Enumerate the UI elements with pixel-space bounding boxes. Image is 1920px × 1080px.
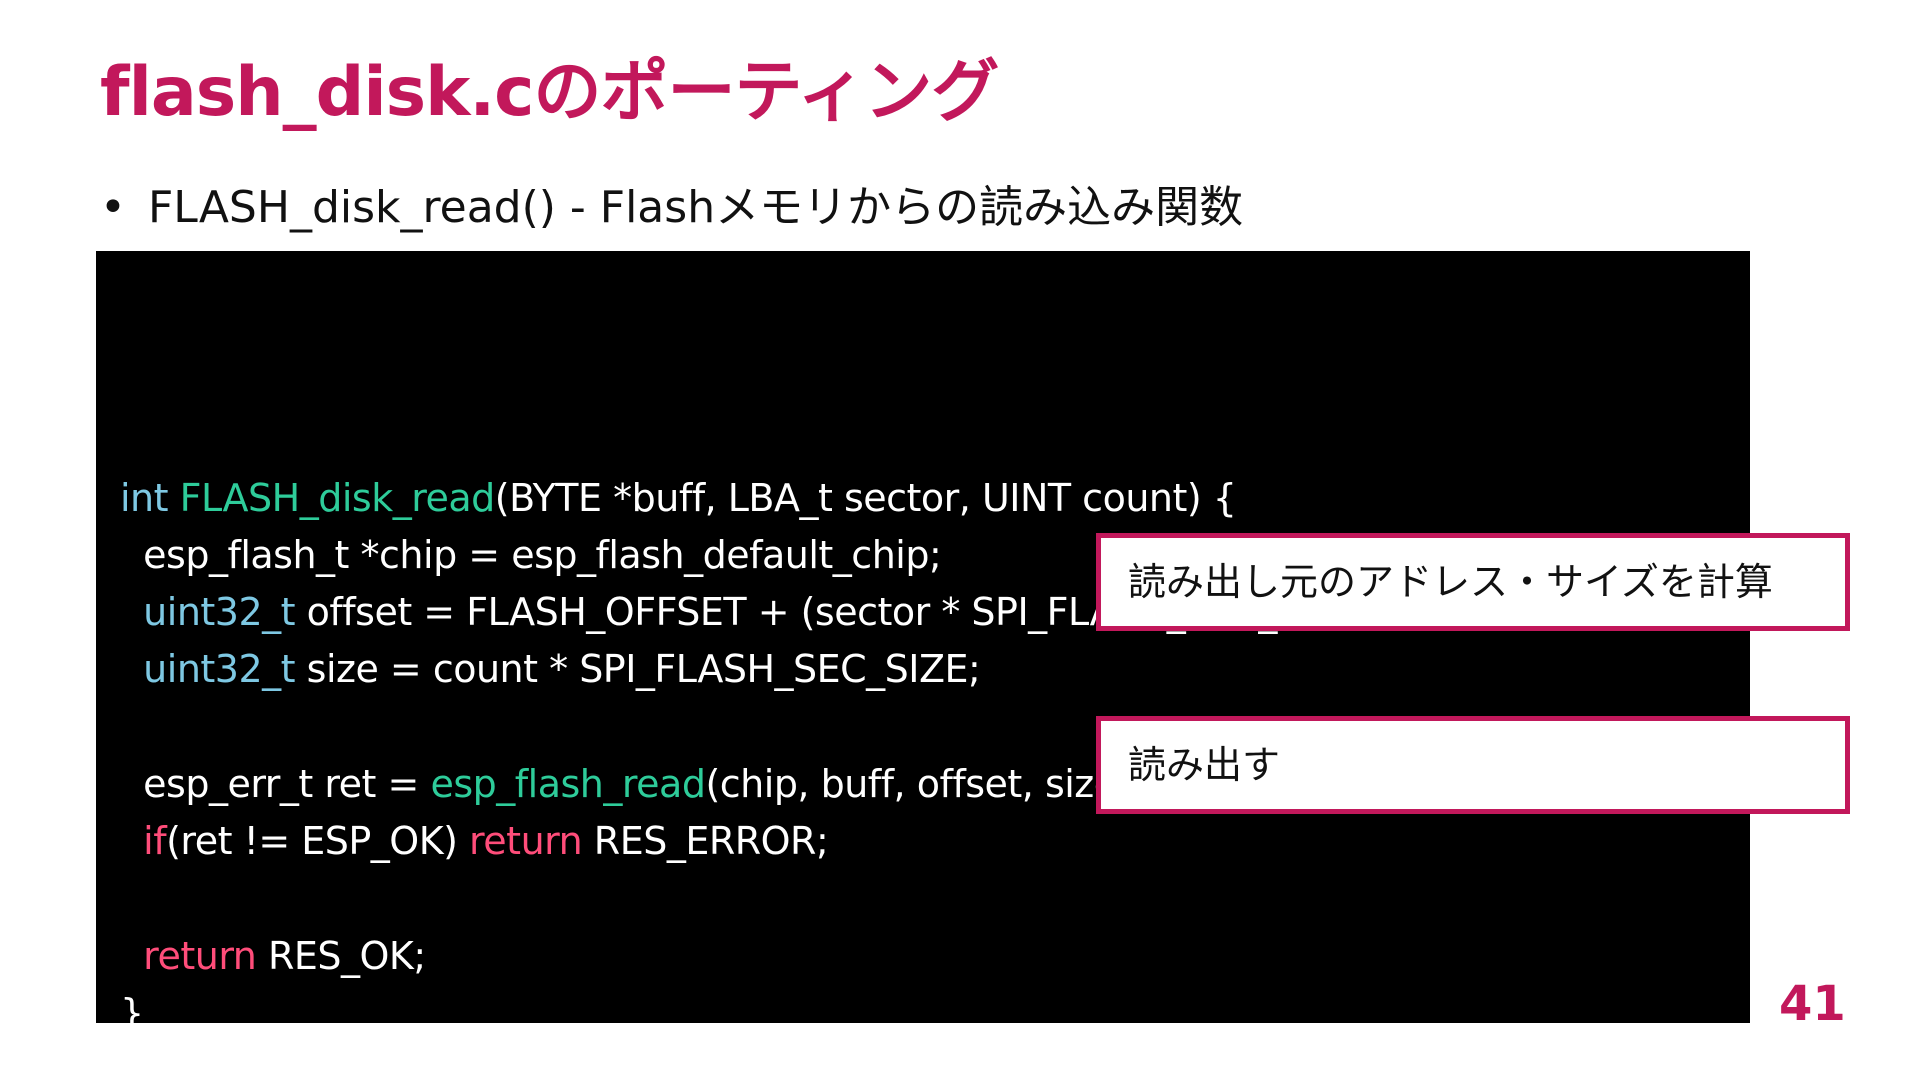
code-token-plain: (BYTE *buff, LBA_t sector, UINT count) { (494, 475, 1237, 520)
code-token-plain: size = count * SPI_FLASH_SEC_SIZE; (295, 647, 981, 692)
code-block: int FLASH_disk_read(BYTE *buff, LBA_t se… (96, 251, 1750, 1035)
callout-read: 読み出す (1096, 716, 1850, 814)
bullet-marker: • (100, 182, 126, 233)
page-number: 41 (1779, 976, 1846, 1032)
code-line (120, 871, 1387, 928)
code-line: esp_flash_t *chip = esp_flash_default_ch… (120, 527, 1387, 584)
code-token-plain (120, 934, 143, 978)
code-line: if(ret != ESP_OK) return RES_ERROR; (120, 813, 1387, 870)
code-token-plain: esp_err_t ret = (120, 762, 431, 807)
code-token-keyword: return (469, 819, 583, 864)
code-line (120, 355, 1387, 412)
bullet-text: FLASH_disk_read() - Flashメモリからの読み込み関数 (148, 182, 1244, 233)
code-line: return RES_OK; (120, 928, 1387, 985)
code-line: } (120, 985, 1387, 1042)
code-line (120, 412, 1387, 469)
code-token-function: FLASH_disk_read (179, 475, 496, 520)
code-token-plain (120, 590, 143, 634)
code-token-plain: (ret != ESP_OK) (166, 819, 470, 864)
callout-calculate-address-size: 読み出し元のアドレス・サイズを計算 (1096, 533, 1850, 631)
code-line: int FLASH_disk_read(BYTE *buff, LBA_t se… (120, 470, 1387, 527)
code-token-plain (120, 647, 143, 691)
code-token-plain (120, 819, 143, 863)
code-token-plain: } (120, 991, 144, 1036)
code-token-plain: esp_flash_t *chip = esp_flash_default_ch… (120, 532, 942, 577)
code-line: uint32_t size = count * SPI_FLASH_SEC_SI… (120, 641, 1387, 698)
code-token-plain: (chip, buff, offset, size); (705, 762, 1144, 807)
code-token-type: int (120, 475, 180, 520)
code-token-plain: RES_ERROR; (582, 819, 829, 864)
slide-title: flash_disk.cのポーティング (100, 53, 999, 132)
code-lines: int FLASH_disk_read(BYTE *buff, LBA_t se… (120, 355, 1387, 1043)
code-token-plain: RES_OK; (256, 933, 426, 978)
code-token-keyword: return (143, 933, 257, 978)
code-token-keyword: if (143, 819, 167, 864)
code-token-type: uint32_t (143, 647, 296, 692)
code-token-function: esp_flash_read (430, 762, 706, 807)
bullet-item: • FLASH_disk_read() - Flashメモリからの読み込み関数 (100, 178, 1243, 238)
code-line: esp_err_t ret = esp_flash_read(chip, buf… (120, 756, 1387, 813)
code-token-type: uint32_t (143, 590, 296, 635)
